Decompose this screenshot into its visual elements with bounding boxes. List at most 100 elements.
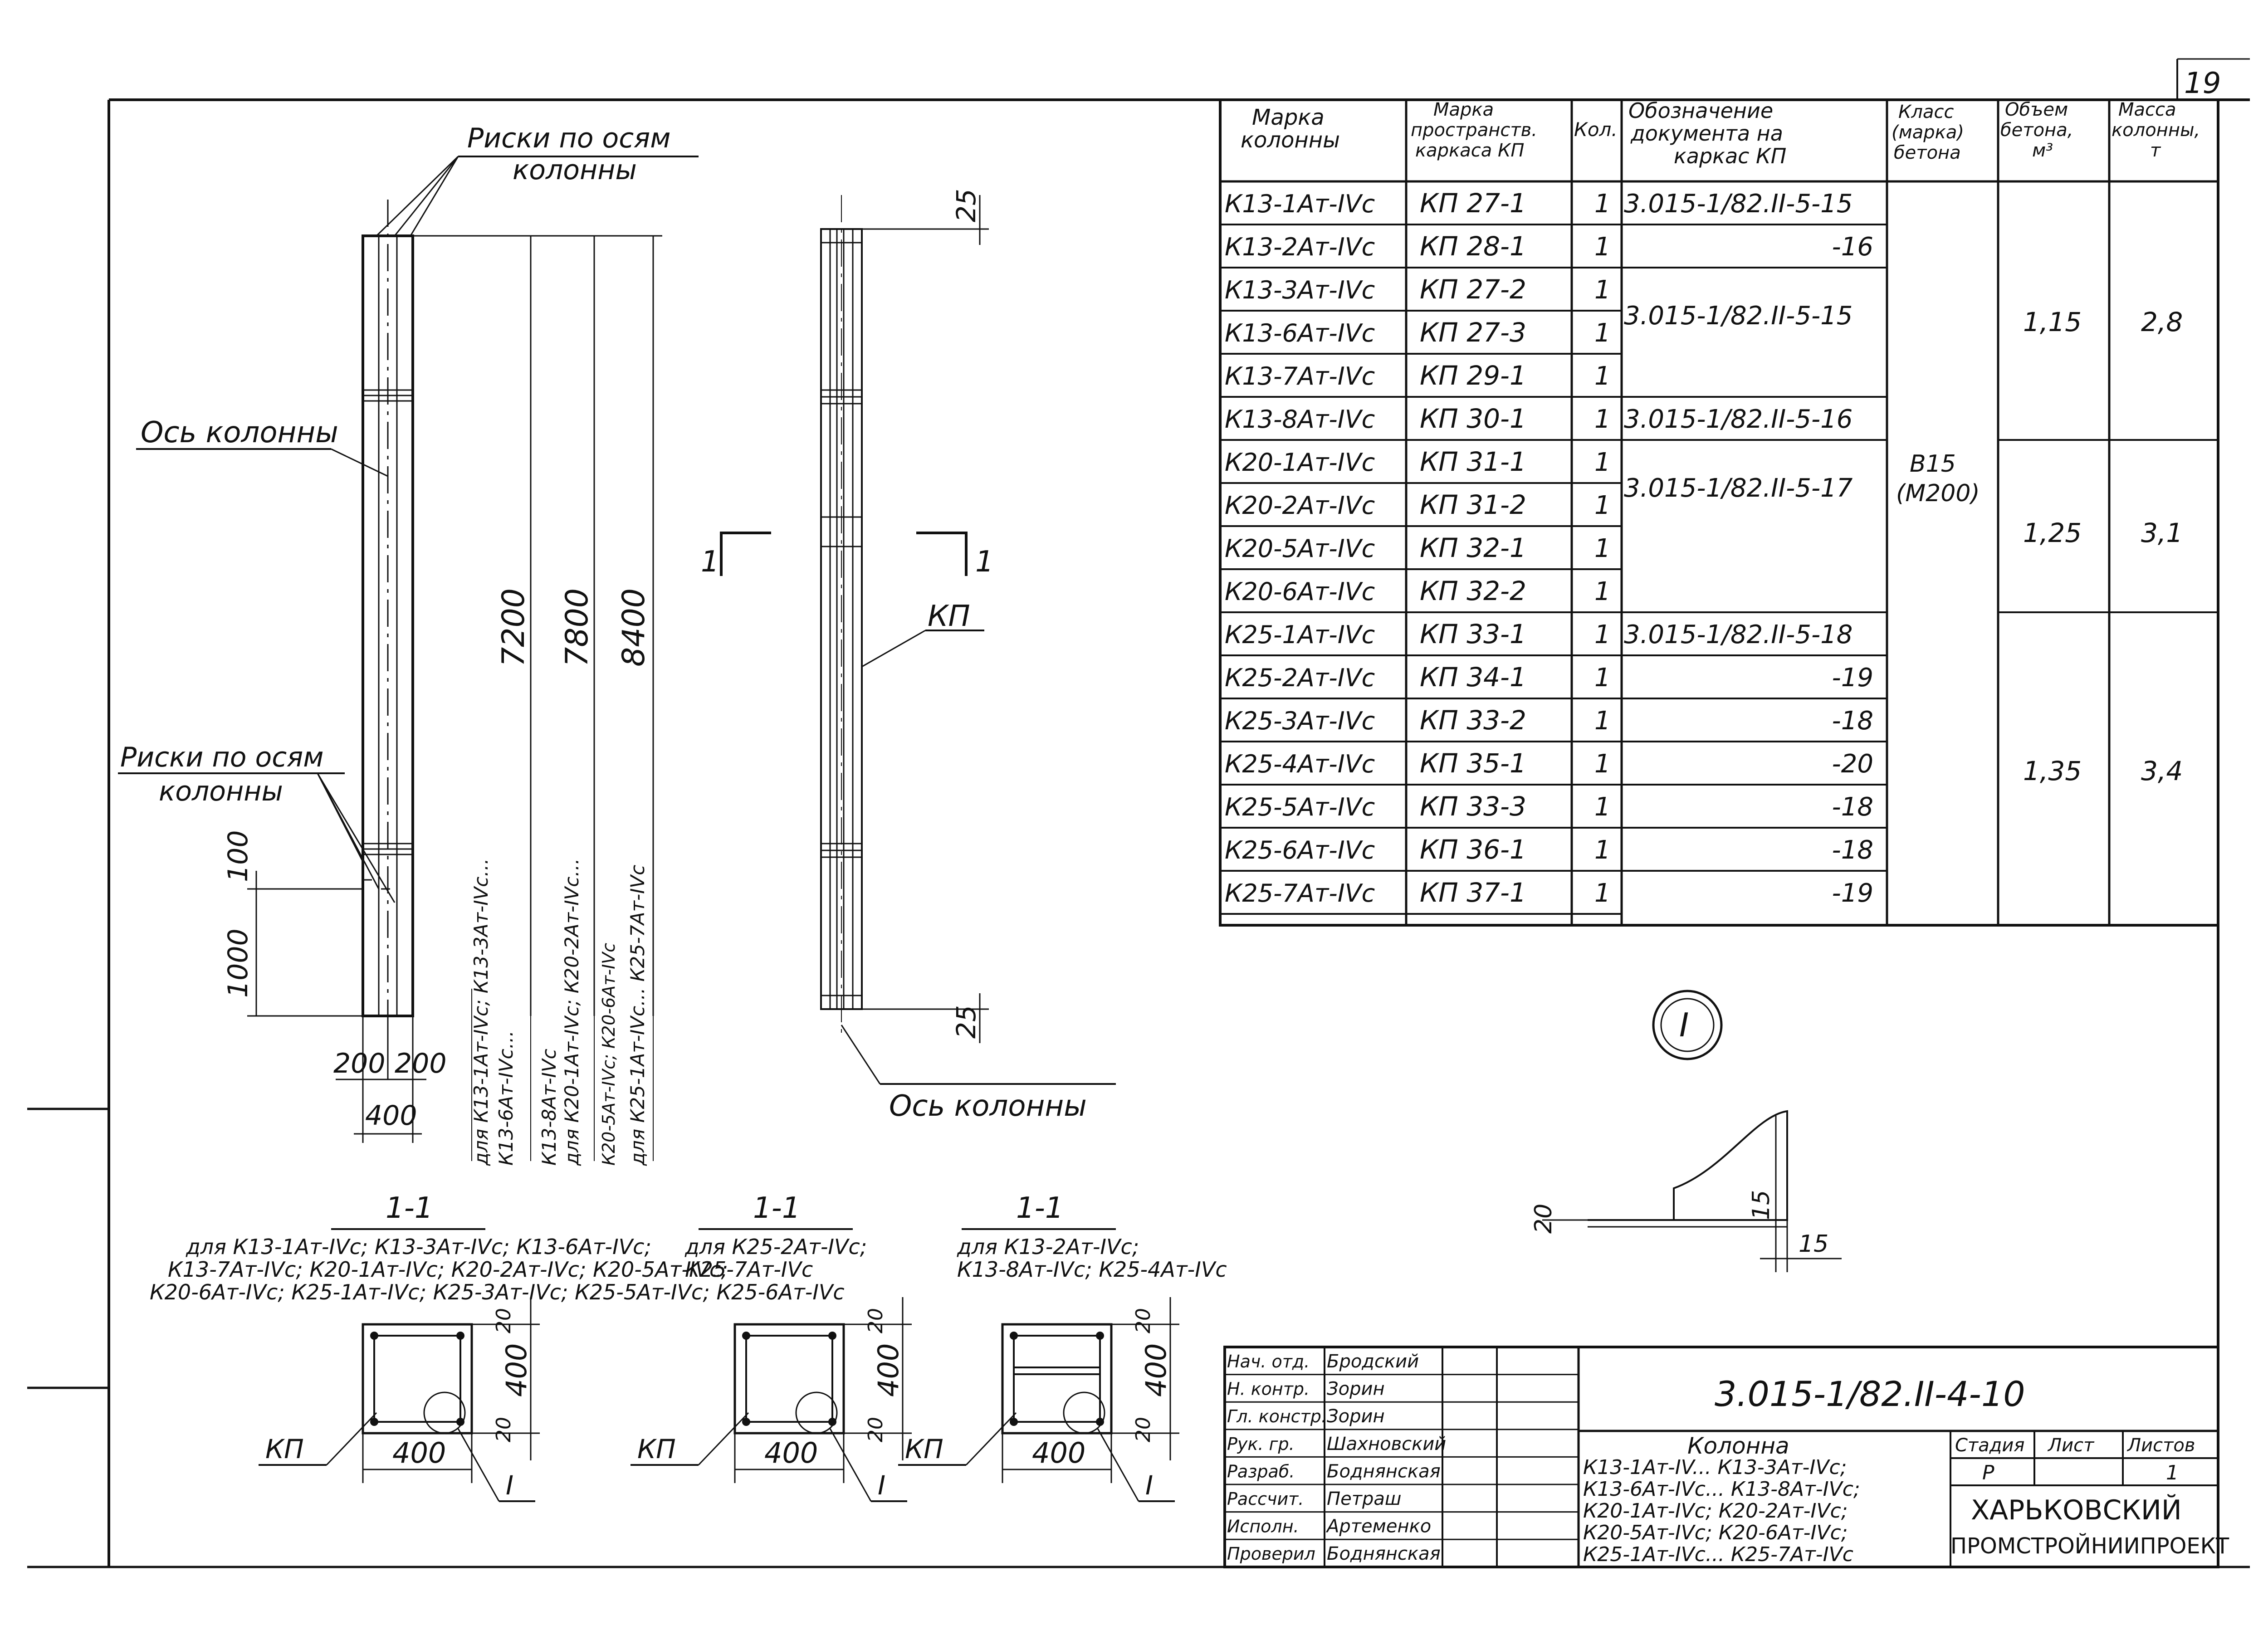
section-note: для К13-2Ат-IVс; (957, 1235, 1139, 1259)
dim-25-top: 25 (951, 189, 982, 222)
table-cell-qty: 1 (1594, 189, 1611, 219)
applicability-line: для К13-1Ат-IVс; К13-3Ат-IVс... (470, 859, 492, 1166)
group-volume: 1,25 (2023, 517, 2082, 548)
table-cell-kp: КП 34-1 (1420, 662, 1526, 693)
section-height: 400 (500, 1343, 533, 1397)
table-cell-qty: 1 (1594, 361, 1611, 391)
table-cell-mark: К25-2Ат-IVс (1225, 664, 1375, 692)
signature-role: Гл. констр. (1227, 1406, 1327, 1426)
item-name-title: Колонна (1687, 1433, 1789, 1459)
dim-8400: 8400 (616, 588, 652, 667)
table-cell-kp: КП 33-2 (1420, 705, 1526, 736)
section-cover-bottom: 20 (1132, 1417, 1155, 1442)
section-height: 400 (1139, 1343, 1173, 1397)
table-cell-kp: КП 32-2 (1420, 576, 1526, 606)
dim-200b: 200 (395, 1048, 447, 1079)
signature-role: Рук. гр. (1227, 1434, 1295, 1454)
table-cell-mark: К13-1Ат-IVс (1225, 190, 1375, 218)
cage-kp-elevation: 25 25 КП Ось колонны 1 1 (701, 189, 1116, 1123)
table-cell-doc: -18 (1832, 835, 1873, 865)
table-cell-qty: 1 (1594, 706, 1611, 736)
dim-400: 400 (365, 1100, 417, 1132)
detail-dim-15-horizontal: 15 (1799, 1230, 1828, 1258)
section-kp-label: КП (905, 1434, 943, 1464)
riski-left-label-2: колонны (159, 776, 283, 807)
table-cell-mark: К13-6Ат-IVс (1225, 319, 1375, 347)
table-cell-mark: К20-5Ат-IVс (1225, 534, 1375, 563)
section-title: 1-1 (1016, 1191, 1064, 1225)
signature-name: Боднянская (1327, 1461, 1441, 1482)
column-axis-label: Ось колонны (141, 416, 338, 449)
table-cell-mark: К25-1Ат-IVс (1225, 620, 1375, 649)
table-cell-kp: КП 27-3 (1420, 317, 1526, 348)
dim-200a: 200 (333, 1048, 386, 1079)
riski-top-label: Риски по осям (467, 122, 671, 154)
table-cell-doc: -18 (1832, 706, 1873, 736)
table-cell-doc: -20 (1832, 749, 1873, 779)
signature-role: Нач. отд. (1227, 1352, 1310, 1372)
applicability-line: К13-6Ат-IVс... (495, 1030, 517, 1166)
section-mark-left: 1 (701, 545, 719, 579)
item-name-line: К13-6Ат-IVс... К13-8Ат-IVс; (1583, 1478, 1860, 1501)
riski-marks (363, 389, 413, 890)
table-cell-qty: 1 (1594, 663, 1611, 693)
table-cell-kp: КП 31-1 (1420, 446, 1526, 477)
org-name-line1: ХАРЬКОВСКИЙ (1971, 1494, 2182, 1526)
item-name-line: К20-1Ат-IVс; К20-2Ат-IVс; (1583, 1499, 1848, 1523)
table-cell-doc: -19 (1832, 663, 1873, 693)
section-title: 1-1 (753, 1191, 801, 1225)
section-note: К13-7Ат-IVс; К20-1Ат-IVс; К20-2Ат-IVс; К… (168, 1257, 728, 1282)
header-doc: Обозначение документа на каркас КП (1628, 98, 1790, 168)
signature-name: Артеменко (1325, 1516, 1431, 1537)
stage-label: Стадия (1955, 1435, 2024, 1456)
applicability-line: К20-5Ат-IVс; К20-6Ат-IVс (599, 943, 619, 1166)
signature-role: Н. контр. (1227, 1379, 1310, 1399)
signature-name: Бродский (1327, 1351, 1419, 1372)
header-mass: Масса колонны, т (2112, 99, 2206, 161)
table-cell-qty: 1 (1594, 534, 1611, 563)
table-cell-qty: 1 (1594, 318, 1611, 348)
item-name-line: К25-1Ат-IVс... К25-7Ат-IVс (1583, 1543, 1853, 1566)
section-cover-top: 20 (864, 1308, 887, 1333)
table-cell-mark: К20-2Ат-IVс (1225, 491, 1375, 520)
column-axis-label-bottom: Ось колонны (889, 1089, 1087, 1123)
signature-name: Боднянская (1327, 1543, 1441, 1564)
signature-role: Разраб. (1227, 1461, 1295, 1481)
detail-dim-15-vertical: 15 (1748, 1190, 1775, 1220)
header-mark: Марка колонны (1241, 105, 1340, 153)
table-cell-doc: -19 (1832, 879, 1873, 908)
table-cell-doc: -16 (1832, 232, 1873, 262)
column-elevation: Риски по осям колонны Ось колонны Риски … (118, 122, 699, 1166)
dim-25-bottom: 25 (951, 1005, 982, 1039)
riski-top-label-2: колонны (513, 154, 637, 186)
signature-role: Исполн. (1227, 1517, 1299, 1537)
table-cell-kp: КП 32-1 (1420, 532, 1526, 563)
table-cell-mark: К13-8Ат-IVс (1225, 405, 1375, 434)
table-cell-kp: КП 33-1 (1420, 619, 1526, 649)
header-class: Класс (марка) бетона (1892, 102, 1970, 163)
table-cell-qty: 1 (1594, 577, 1611, 606)
section-detail-label: I (1145, 1470, 1153, 1501)
table-cell-mark: К13-3Ат-IVс (1225, 276, 1375, 304)
doc-code: 3.015-1/82.II-4-10 (1715, 1374, 2025, 1414)
table-cell-qty: 1 (1594, 792, 1611, 822)
detail-marker: I (1679, 1006, 1689, 1044)
section-mark-right: 1 (975, 545, 994, 579)
table-cell-kp: КП 28-1 (1420, 231, 1526, 262)
dim-7200: 7200 (496, 588, 532, 667)
section-cover-top: 20 (492, 1308, 515, 1333)
table-cell-doc: -18 (1832, 792, 1873, 822)
table-cell-doc: 3.015-1/82.II-5-18 (1624, 620, 1853, 649)
sheet-label: Лист (2047, 1435, 2095, 1456)
table-cell-mark: К25-3Ат-IVс (1225, 707, 1375, 735)
signature-name: Зорин (1327, 1379, 1385, 1400)
table-cell-kp: КП 37-1 (1420, 877, 1526, 908)
signature-role: Рассчит. (1227, 1489, 1304, 1509)
table-cell-mark: К13-7Ат-IVс (1225, 362, 1375, 390)
section-note: К20-6Ат-IVс; К25-1Ат-IVс; К25-3Ат-IVс; К… (150, 1280, 845, 1304)
applicability-labels: для К13-1Ат-IVс; К13-3Ат-IVс... К13-6Ат-… (470, 859, 654, 1166)
sheets-label: Листов (2126, 1435, 2195, 1456)
